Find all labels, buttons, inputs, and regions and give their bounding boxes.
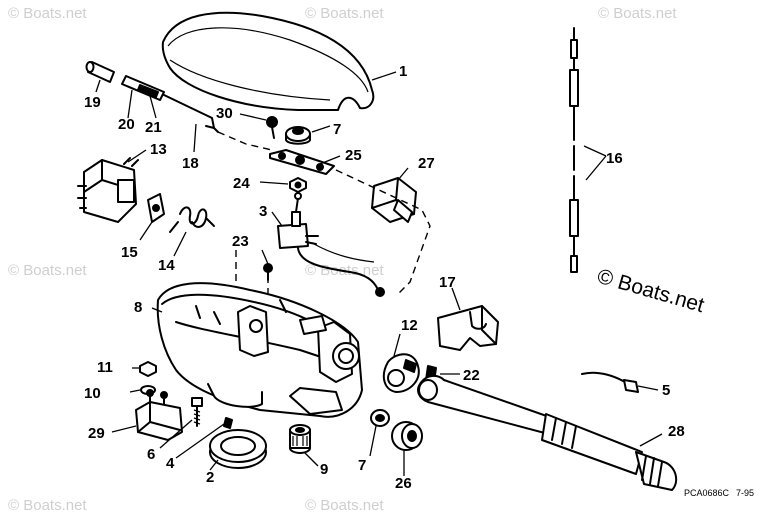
drawing-code: PCA0686C — [684, 488, 730, 498]
part-6-bolt — [191, 397, 203, 427]
callout-9: 9 — [320, 461, 328, 478]
part-13-switch — [77, 157, 139, 223]
callout-18: 18 — [182, 155, 199, 172]
part-26-bushing — [391, 421, 423, 451]
part-25-plate — [269, 149, 335, 175]
watermark: © Boats.net — [305, 5, 384, 22]
callout-26: 26 — [395, 475, 412, 492]
leader-lines — [95, 71, 663, 476]
callout-15: 15 — [121, 244, 138, 261]
callout-19: 19 — [84, 94, 101, 111]
callout-30: 30 — [216, 105, 233, 122]
part-20-21-terminal — [121, 75, 219, 133]
part-2-ring — [209, 429, 267, 469]
callout-21: 21 — [145, 119, 162, 136]
callout-10: 10 — [84, 385, 101, 402]
callout-28: 28 — [668, 423, 685, 440]
callout-12: 12 — [401, 317, 418, 334]
part-9-grommet — [289, 424, 311, 454]
callout-29: 29 — [88, 425, 105, 442]
callout-23: 23 — [232, 233, 249, 250]
watermark: © Boats.net — [8, 497, 87, 512]
callout-17: 17 — [439, 274, 456, 291]
callout-24: 24 — [233, 175, 250, 192]
part-7-grommet — [285, 126, 311, 145]
callout-6: 6 — [147, 446, 155, 463]
callout-4: 4 — [166, 455, 175, 472]
part-29-terminal-block — [135, 389, 183, 441]
part-16-cable — [569, 27, 579, 273]
callout-5: 5 — [662, 382, 670, 399]
part-24-nut — [289, 177, 307, 193]
callout-16: 16 — [606, 150, 623, 167]
copyright-mark: © Boats.net — [595, 265, 707, 317]
callout-8: 8 — [134, 299, 142, 316]
callout-25: 25 — [345, 147, 362, 164]
watermark: © Boats.net — [305, 497, 384, 512]
part-23-screw — [263, 263, 273, 281]
part-11-nut — [139, 361, 157, 377]
callout-20: 20 — [118, 116, 135, 133]
watermark: © Boats.net — [8, 262, 87, 279]
part-19-sleeve — [85, 61, 115, 83]
part-28-shaft — [417, 374, 678, 491]
part-5-cable-tie — [581, 371, 639, 393]
callout-7: 7 — [333, 121, 341, 138]
callout-13: 13 — [150, 141, 167, 158]
part-15-clip — [147, 193, 165, 223]
callout-3: 3 — [259, 203, 267, 220]
part-3-toggle-switch — [277, 192, 385, 297]
watermark: © Boats.net — [8, 5, 87, 22]
part-27-rocker-switch — [371, 177, 417, 223]
part-12-collar — [382, 353, 420, 393]
callout-11: 11 — [97, 359, 113, 376]
callout-1: 1 — [399, 63, 407, 80]
callout-2: 2 — [206, 469, 214, 486]
part-14-spring — [169, 206, 215, 233]
part-17-bracket — [437, 305, 499, 351]
callout-27: 27 — [418, 155, 435, 172]
drawing-date: 7-95 — [736, 488, 754, 498]
part-30-screw — [266, 116, 278, 139]
watermark: © Boats.net — [598, 5, 677, 22]
part-4-pin — [223, 417, 233, 429]
callout-14: 14 — [158, 257, 175, 274]
callout-22: 22 — [463, 367, 480, 384]
part-8-lower-housing — [156, 282, 363, 418]
callout-7-lower: 7 — [358, 457, 366, 474]
part-1-cover — [161, 11, 375, 111]
part-7-grommet-lower — [370, 409, 390, 427]
